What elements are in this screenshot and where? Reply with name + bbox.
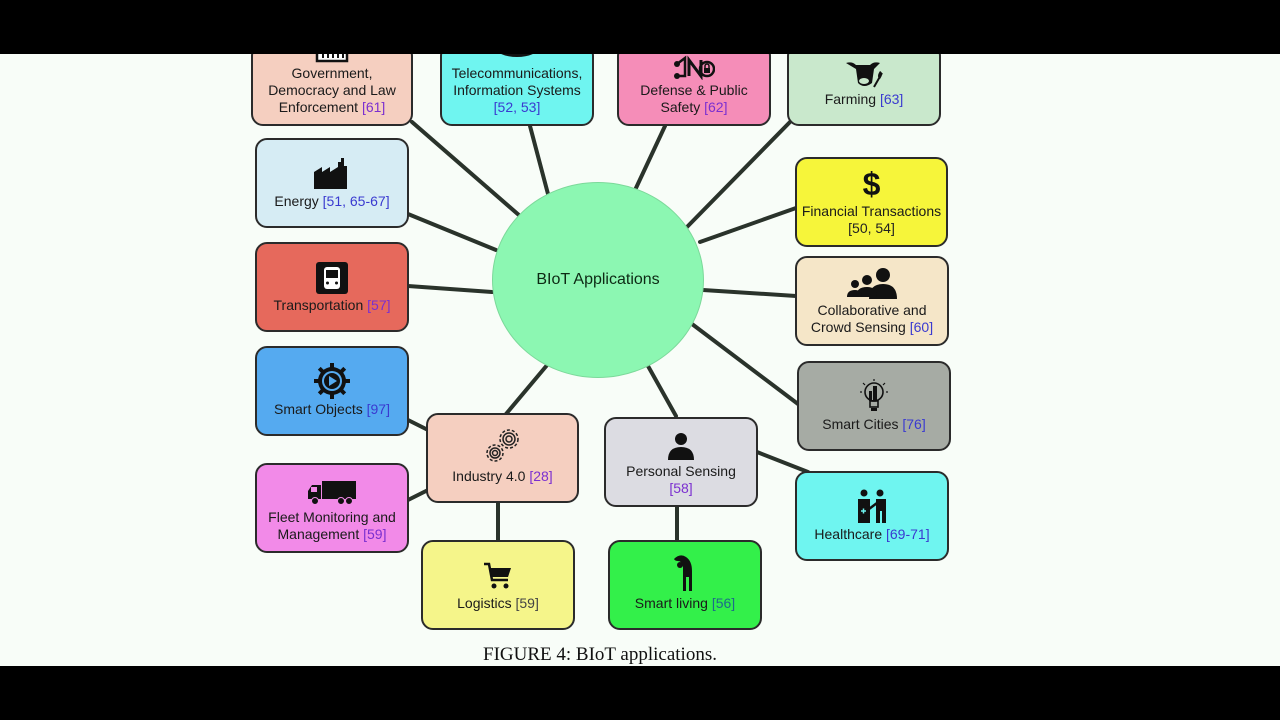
hub-label: BIoT Applications — [536, 271, 660, 288]
node-ref: [76] — [902, 416, 926, 432]
node-financial: $ Financial Transactions[50, 54] — [795, 157, 948, 247]
node-label: Collaborative and Crowd Sensing — [810, 302, 927, 335]
bus-icon — [316, 261, 348, 295]
node-label: Telecommunications, Information Systems — [451, 65, 583, 98]
node-ref: [61] — [361, 99, 386, 115]
node-label: Logistics — [457, 595, 512, 611]
node-telecom: Telecommunications, Information Systems[… — [440, 54, 594, 126]
node-healthcare: Healthcare [69-71] — [795, 471, 949, 561]
node-label: Transportation — [273, 297, 364, 313]
cloud-icon — [442, 54, 592, 57]
node-ref: [51, 65-67] — [322, 193, 390, 209]
cart-icon — [484, 559, 512, 593]
node-label: Fleet Monitoring and Management — [268, 509, 396, 542]
node-label: Energy — [274, 193, 319, 209]
node-label: Farming — [824, 91, 877, 107]
node-ref: [97] — [366, 401, 390, 417]
node-defense: Defense & Public Safety [62] — [617, 54, 771, 126]
node-government: Government, Democracy and Law Enforcemen… — [251, 54, 413, 126]
node-ref: [57] — [367, 297, 391, 313]
node-ref: [69-71] — [886, 526, 930, 542]
node-smart-cities: Smart Cities [76] — [797, 361, 951, 451]
node-smart-living: Smart living [56] — [608, 540, 762, 630]
node-ref: [50, 54] — [848, 220, 895, 236]
node-ref: [63] — [879, 91, 904, 107]
node-ref: [58] — [669, 480, 693, 496]
node-ref: [60] — [909, 319, 934, 335]
truck-icon — [308, 479, 356, 507]
cow-icon — [844, 59, 884, 89]
node-logistics: Logistics [59] — [421, 540, 575, 630]
node-farming: Farming [63] — [787, 54, 941, 126]
hub-biot-applications: BIoT Applications — [492, 182, 704, 378]
node-label: Personal Sensing — [626, 463, 736, 479]
node-label: Industry 4.0 — [452, 468, 526, 484]
node-energy: Energy [51, 65-67] — [255, 138, 409, 228]
node-industry: Industry 4.0 [28] — [426, 413, 579, 503]
node-ref: [52, 53] — [493, 99, 541, 115]
node-personal: Personal Sensing[58] — [604, 417, 758, 507]
node-fleet: Fleet Monitoring and Management [59] — [255, 463, 409, 553]
doctor-patient-icon — [857, 488, 887, 524]
node-label: Smart Cities — [822, 416, 899, 432]
node-label: Defense & Public Safety — [640, 82, 748, 115]
node-ref: [28] — [529, 468, 553, 484]
gear-play-icon — [314, 363, 350, 399]
node-transportation: Transportation [57] — [255, 242, 409, 332]
node-crowd: Collaborative and Crowd Sensing [60] — [795, 256, 949, 346]
secure-hand-icon — [673, 54, 715, 80]
node-ref: [62] — [704, 99, 728, 115]
node-label: Government, Democracy and Law Enforcemen… — [268, 65, 396, 115]
lightbulb-city-icon — [859, 378, 889, 414]
node-ref: [56] — [711, 595, 736, 611]
node-label: Smart living — [634, 595, 708, 611]
gears-icon — [483, 426, 523, 466]
figure-page: BIoT Applications Government, Democracy … — [0, 54, 1280, 666]
node-ref: [59] — [363, 526, 387, 542]
node-label: Smart Objects — [274, 401, 363, 417]
figure-caption: FIGURE 4: BIoT applications. — [483, 644, 717, 665]
node-smart-objects: Smart Objects [97] — [255, 346, 409, 436]
dollar-icon: $ — [862, 165, 881, 202]
stretching-person-icon — [672, 553, 698, 593]
factory-icon — [313, 157, 351, 191]
node-label: Healthcare — [814, 526, 883, 542]
node-label: Financial Transactions — [801, 203, 942, 219]
people-icon — [847, 266, 897, 300]
person-icon — [667, 431, 695, 461]
node-ref: [59] — [515, 595, 539, 611]
connector-lines — [406, 120, 810, 544]
courthouse-icon — [315, 54, 349, 63]
